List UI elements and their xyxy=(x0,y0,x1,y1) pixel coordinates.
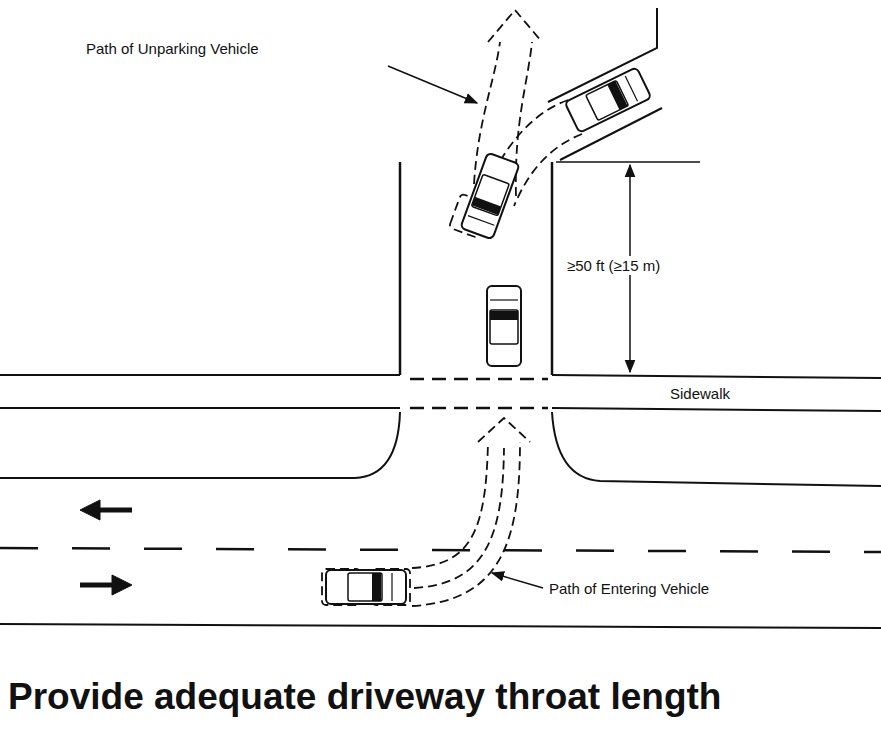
sidewalk-label: Sidewalk xyxy=(670,385,730,402)
waiting-car xyxy=(487,286,521,366)
sidewalk-crossing xyxy=(410,379,548,408)
parked-car xyxy=(565,67,652,133)
parking-stall xyxy=(548,8,662,160)
callout-label: Path of Entering Vehicle xyxy=(549,580,709,597)
dimension-label: ≥50 ft (≥15 m) xyxy=(565,256,662,275)
unparking-car xyxy=(460,153,519,240)
road-edges xyxy=(0,375,881,628)
entering-car xyxy=(326,570,406,604)
callout-label: Path of Unparking Vehicle xyxy=(86,40,259,57)
dimension-line xyxy=(556,162,700,372)
entering-path xyxy=(322,418,530,606)
direction-arrows xyxy=(80,500,132,595)
leader-lines xyxy=(388,66,543,588)
diagram-title: Provide adequate driveway throat length xyxy=(8,676,721,719)
